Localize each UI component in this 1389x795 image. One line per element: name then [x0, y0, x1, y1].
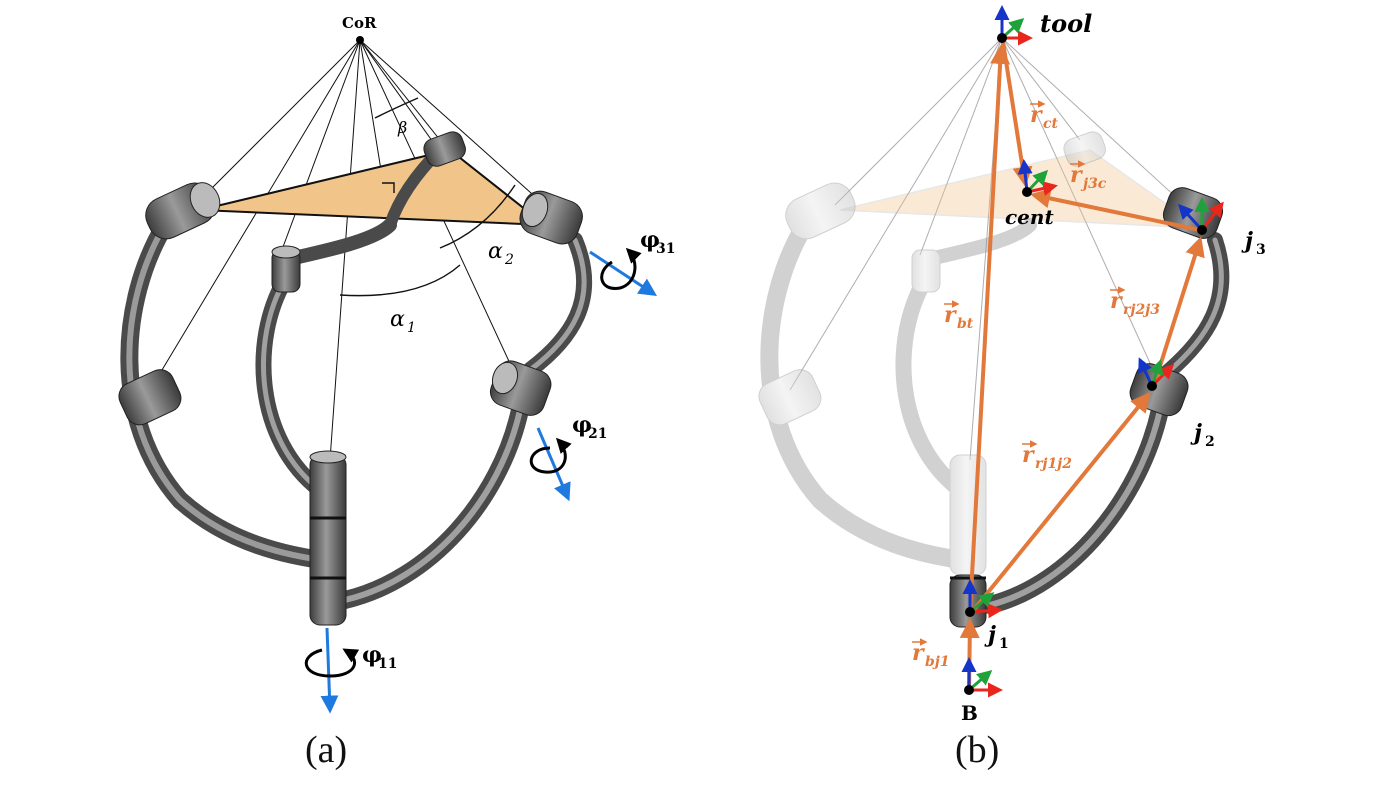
svg-text:1: 1 — [999, 636, 1009, 652]
j2-label: j 2 — [1190, 420, 1215, 450]
platform-triangle — [199, 148, 549, 227]
svg-text:3: 3 — [1256, 242, 1266, 258]
axis-phi21: φ 21 — [529, 412, 607, 502]
axis-phi11: φ 11 — [304, 627, 397, 714]
svg-text:1: 1 — [407, 320, 416, 336]
label-vector-bj1: r bj1 — [912, 638, 950, 670]
svg-text:j: j — [1190, 420, 1202, 446]
angle-arcs — [339, 97, 516, 297]
svg-text:j3c: j3c — [1080, 176, 1107, 192]
right-angle-mark — [382, 182, 395, 193]
vector-j3c — [1030, 188, 1201, 232]
label-vector-ct: r ct — [1030, 100, 1059, 132]
svg-text:2: 2 — [1205, 434, 1215, 450]
svg-text:31: 31 — [656, 241, 675, 257]
svg-text:r: r — [912, 640, 925, 666]
frame-base — [961, 657, 1003, 698]
svg-text:r: r — [1070, 162, 1083, 188]
svg-text:rj1j2: rj1j2 — [1035, 456, 1072, 472]
label-vector-rj2j3: r rj2j3 — [1110, 286, 1160, 318]
cor-point — [356, 36, 364, 44]
panel-b: tool cent B j 3 j 2 j 1 r ct r j3c r bt — [758, 5, 1266, 771]
svg-text:bj1: bj1 — [925, 654, 950, 670]
links-b-faded — [758, 131, 1106, 576]
svg-text:rj2j3: rj2j3 — [1123, 302, 1160, 318]
links-a — [120, 144, 593, 609]
cor-label: CoR — [342, 14, 377, 32]
svg-text:bt: bt — [957, 316, 974, 332]
svg-text:r: r — [944, 302, 957, 328]
caption-b: (b) — [955, 729, 999, 771]
svg-text:α: α — [390, 307, 405, 332]
svg-text:φ: φ — [572, 412, 592, 438]
svg-text:φ: φ — [362, 642, 382, 668]
label-vector-bt: r bt — [944, 300, 974, 332]
axis-phi31: φ 31 — [589, 227, 675, 296]
alpha2-label: α 2 — [488, 239, 514, 268]
svg-text:2: 2 — [504, 252, 514, 268]
frame-origins — [964, 33, 1207, 695]
links-b — [981, 232, 1230, 614]
svg-text:j: j — [984, 622, 996, 648]
panel-a: CoR β α 2 α 1 φ 31 φ 21 φ 11 — [118, 14, 675, 771]
svg-text:ct: ct — [1043, 116, 1059, 132]
alpha1-label: α 1 — [390, 307, 416, 336]
vector-rj1j2 — [970, 391, 1151, 614]
j3-label: j 3 — [1241, 228, 1266, 258]
svg-text:r: r — [1110, 288, 1123, 314]
svg-text:φ: φ — [640, 227, 660, 253]
caption-a: (a) — [305, 729, 347, 771]
vector-bt — [968, 44, 1011, 613]
cent-label: cent — [1005, 205, 1054, 229]
base-label: B — [961, 701, 978, 725]
label-vector-j3c: r j3c — [1070, 160, 1107, 192]
label-vector-rj1j2: r rj1j2 — [1022, 440, 1072, 472]
joints-a — [118, 131, 583, 626]
svg-text:α: α — [488, 239, 503, 264]
svg-text:21: 21 — [588, 426, 607, 442]
svg-text:11: 11 — [378, 656, 397, 672]
position-vectors — [959, 41, 1205, 691]
frame-tool — [994, 5, 1033, 46]
tool-label: tool — [1040, 9, 1092, 38]
svg-text:r: r — [1030, 102, 1043, 128]
svg-text:r: r — [1022, 442, 1035, 468]
platform-triangle-faded — [839, 149, 1203, 229]
beta-label: β — [397, 118, 407, 137]
j1-label: j 1 — [984, 622, 1009, 652]
svg-text:j: j — [1241, 228, 1253, 254]
